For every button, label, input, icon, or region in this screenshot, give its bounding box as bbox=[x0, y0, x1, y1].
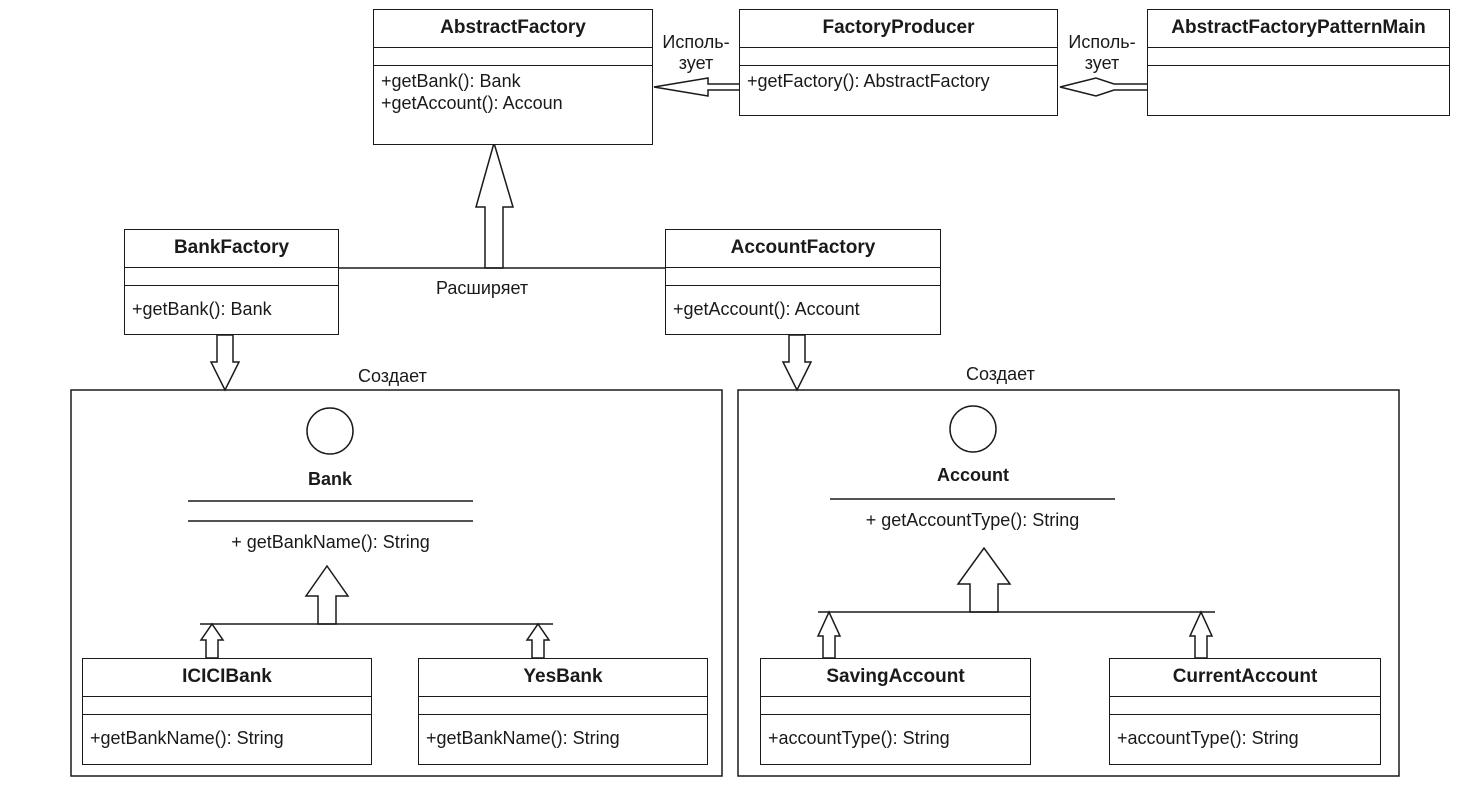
class-attributes bbox=[1148, 48, 1449, 66]
account-container bbox=[737, 389, 1400, 777]
uses-label-line: зует bbox=[1084, 53, 1120, 73]
icici-inherit-arrow bbox=[199, 622, 225, 659]
uses-arrow-right bbox=[1059, 77, 1149, 97]
class-methods: +getBank(): Bank +getAccount(): Accoun bbox=[374, 66, 652, 114]
creates-label-right: Создает bbox=[966, 364, 1035, 384]
class-attributes bbox=[761, 697, 1030, 715]
class-methods: +getAccount(): Account bbox=[666, 286, 940, 320]
class-title: YesBank bbox=[419, 659, 707, 697]
class-methods: +accountType(): String bbox=[761, 715, 1030, 749]
class-attributes bbox=[666, 268, 940, 286]
class-title: AbstractFactory bbox=[374, 10, 652, 48]
class-methods: +getBankName(): String bbox=[419, 715, 707, 749]
method: +getBankName(): String bbox=[426, 728, 620, 748]
interface-bank-method: + getBankName(): String bbox=[231, 532, 430, 552]
class-title: CurrentAccount bbox=[1110, 659, 1380, 697]
method: +getFactory(): AbstractFactory bbox=[747, 71, 990, 91]
class-title: AbstractFactoryPatternMain bbox=[1148, 10, 1449, 48]
uses-label-line: Исполь- bbox=[1068, 32, 1136, 52]
bank-container bbox=[70, 389, 723, 777]
class-abstract-factory: AbstractFactory +getBank(): Bank +getAcc… bbox=[373, 9, 653, 145]
class-attributes bbox=[125, 268, 338, 286]
class-title: AccountFactory bbox=[666, 230, 940, 268]
class-factory-producer: FactoryProducer +getFactory(): AbstractF… bbox=[739, 9, 1058, 116]
method: +getAccount(): Account bbox=[673, 299, 860, 319]
interface-account-method: + getAccountType(): String bbox=[865, 510, 1080, 530]
current-inherit-arrow bbox=[1188, 610, 1214, 659]
class-icici-bank: ICICIBank +getBankName(): String bbox=[82, 658, 372, 765]
class-methods: +getFactory(): AbstractFactory bbox=[740, 66, 1057, 92]
method: +accountType(): String bbox=[768, 728, 950, 748]
method: +getAccount(): Accoun bbox=[381, 93, 563, 113]
uses-label-line: зует bbox=[678, 53, 714, 73]
class-account-factory: AccountFactory +getAccount(): Account bbox=[665, 229, 941, 335]
bank-interface-circle bbox=[306, 407, 354, 455]
class-methods: +getBankName(): String bbox=[83, 715, 371, 749]
class-methods: +accountType(): String bbox=[1110, 715, 1380, 749]
method: +getBankName(): String bbox=[90, 728, 284, 748]
class-current-account: CurrentAccount +accountType(): String bbox=[1109, 658, 1381, 765]
extends-arrow bbox=[475, 140, 515, 269]
class-title: ICICIBank bbox=[83, 659, 371, 697]
class-attributes bbox=[419, 697, 707, 715]
account-inherit-arrow bbox=[956, 546, 1012, 613]
class-title: BankFactory bbox=[125, 230, 338, 268]
creates-label-left: Создает bbox=[358, 366, 427, 386]
class-methods: +getBank(): Bank bbox=[125, 286, 338, 320]
class-bank-factory: BankFactory +getBank(): Bank bbox=[124, 229, 339, 335]
saving-inherit-arrow bbox=[816, 610, 842, 659]
class-saving-account: SavingAccount +accountType(): String bbox=[760, 658, 1031, 765]
creates-arrow-bank bbox=[209, 334, 241, 392]
uses-arrow-left bbox=[653, 77, 741, 97]
class-attributes bbox=[83, 697, 371, 715]
interface-account-name: Account bbox=[937, 465, 1009, 485]
interface-bank-name: Bank bbox=[307, 469, 352, 489]
class-attributes bbox=[374, 48, 652, 66]
account-interface-circle bbox=[949, 405, 997, 453]
creates-arrow-account bbox=[781, 334, 813, 392]
uses-label-line: Исполь- bbox=[662, 32, 730, 52]
class-yes-bank: YesBank +getBankName(): String bbox=[418, 658, 708, 765]
class-attributes bbox=[1110, 697, 1380, 715]
uses-label-right: Исполь- зует bbox=[1057, 32, 1147, 74]
method: +getBank(): Bank bbox=[381, 71, 521, 91]
extends-label: Расширяет bbox=[436, 278, 529, 298]
class-title: SavingAccount bbox=[761, 659, 1030, 697]
method: +accountType(): String bbox=[1117, 728, 1299, 748]
class-title: FactoryProducer bbox=[740, 10, 1057, 48]
yes-inherit-arrow bbox=[525, 622, 551, 659]
bank-inherit-arrow bbox=[304, 564, 350, 625]
method: +getBank(): Bank bbox=[132, 299, 272, 319]
class-attributes bbox=[740, 48, 1057, 66]
class-main: AbstractFactoryPatternMain bbox=[1147, 9, 1450, 116]
uses-label-left: Исполь- зует bbox=[651, 32, 741, 74]
